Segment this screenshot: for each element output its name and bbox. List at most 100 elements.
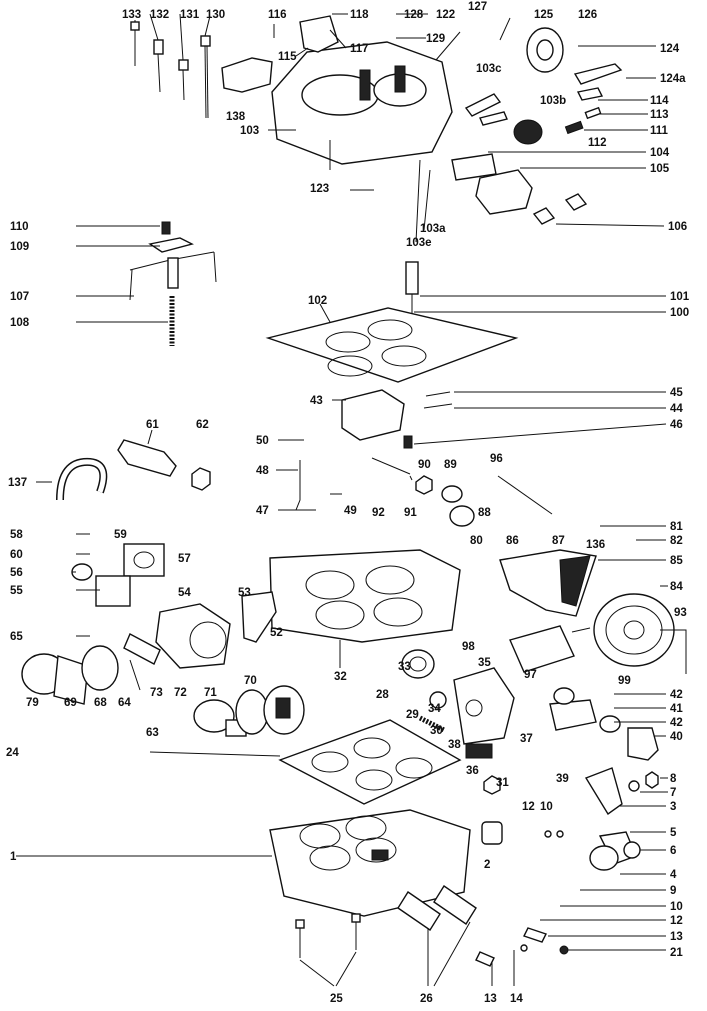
callout-126: 126 [578, 9, 597, 21]
callout-55: 55 [10, 585, 23, 597]
callout-1: 1 [10, 851, 17, 863]
callout-13: 13 [670, 931, 683, 943]
diaphragm-68 [81, 645, 119, 691]
callout-13-repeat: 13 [484, 993, 497, 1005]
callout-93: 93 [674, 607, 687, 619]
float-43 [341, 389, 413, 449]
ring-33 [401, 649, 435, 679]
elbow-41 [549, 687, 621, 733]
gasket-102 [265, 307, 519, 383]
diaphragm-84 [593, 593, 675, 667]
callout-87: 87 [552, 535, 565, 547]
callout-33: 33 [398, 661, 411, 673]
callout-91: 91 [404, 507, 417, 519]
tube-127 [460, 30, 548, 93]
housing-35 [453, 667, 515, 745]
callout-110: 110 [10, 221, 29, 233]
callout-96: 96 [490, 453, 503, 465]
callout-84: 84 [670, 581, 683, 593]
rod-96 [497, 475, 553, 515]
callout-98: 98 [462, 641, 475, 653]
piece-113 [584, 106, 602, 120]
callout-62: 62 [196, 419, 209, 431]
callout-131: 131 [180, 9, 200, 21]
callout-136: 136 [586, 539, 605, 551]
callout-112: 112 [588, 137, 607, 149]
callout-71: 71 [204, 687, 217, 699]
small-8-7 [628, 771, 659, 792]
arm-53-52 [241, 591, 277, 643]
pins-45-44 [423, 391, 453, 409]
callout-61: 61 [146, 419, 159, 431]
air-horn-103 [271, 41, 453, 170]
callout-12-repeat: 12 [670, 915, 683, 927]
callout-114: 114 [650, 95, 669, 107]
callout-124a: 124a [660, 73, 686, 85]
diaphragm-125 [526, 27, 564, 73]
callout-103b: 103b [540, 95, 566, 107]
callout-127: 127 [468, 1, 487, 13]
callout-6: 6 [670, 845, 676, 857]
callout-63: 63 [146, 727, 159, 739]
callout-100: 100 [670, 307, 689, 319]
callout-90: 90 [418, 459, 431, 471]
rod-124 [573, 63, 623, 85]
bushing-2 [481, 821, 503, 845]
valve-105 [475, 169, 533, 215]
pin-13 [475, 927, 547, 967]
ring-88 [449, 505, 475, 527]
gasket-24 [278, 719, 462, 805]
callout-5: 5 [670, 827, 677, 839]
nut-90 [415, 475, 433, 495]
callout-48: 48 [256, 465, 269, 477]
callout-82: 82 [670, 535, 683, 547]
callout-107: 107 [10, 291, 29, 303]
callout-88: 88 [478, 507, 491, 519]
callout-46: 46 [670, 419, 683, 431]
callout-54: 54 [178, 587, 191, 599]
callout-25: 25 [330, 993, 343, 1005]
callout-103a: 103a [420, 223, 446, 235]
callout-73: 73 [150, 687, 163, 699]
callout-32: 32 [334, 671, 347, 683]
callout-123: 123 [310, 183, 329, 195]
callout-36: 36 [466, 765, 479, 777]
callout-133: 133 [122, 9, 141, 21]
callout-124: 124 [660, 43, 680, 55]
callout-103c: 103c [476, 63, 502, 75]
callout-65: 65 [10, 631, 23, 643]
callout-44: 44 [670, 403, 683, 415]
arm-107 [129, 251, 217, 301]
callout-89: 89 [444, 459, 457, 471]
callout-125: 125 [534, 9, 554, 21]
callout-118: 118 [350, 9, 369, 21]
leader-lines [16, 13, 668, 987]
callout-50: 50 [256, 435, 269, 447]
callout-64: 64 [118, 697, 131, 709]
callout-35: 35 [478, 657, 491, 669]
cover-70b [263, 685, 305, 735]
callout-102: 102 [308, 295, 327, 307]
callout-41: 41 [670, 703, 683, 715]
callout-2: 2 [484, 859, 490, 871]
diaphragm-70 [235, 689, 269, 735]
callout-108: 108 [10, 317, 30, 329]
choke-103b [513, 119, 543, 145]
bracket-86 [499, 549, 597, 617]
callout-138: 138 [226, 111, 246, 123]
callout-52: 52 [270, 627, 283, 639]
rod-48 [295, 460, 316, 511]
callout-26: 26 [420, 993, 433, 1005]
callout-10: 10 [540, 801, 553, 813]
callout-101: 101 [670, 291, 690, 303]
pump-lever-3-6 [584, 767, 641, 865]
screws-25 [295, 913, 361, 958]
callout-105: 105 [650, 163, 670, 175]
callout-49: 49 [344, 505, 357, 517]
callout-109: 109 [10, 241, 29, 253]
callout-92: 92 [372, 507, 385, 519]
callout-111: 111 [650, 125, 669, 137]
callout-37: 37 [520, 733, 533, 745]
callout-29: 29 [406, 709, 419, 721]
